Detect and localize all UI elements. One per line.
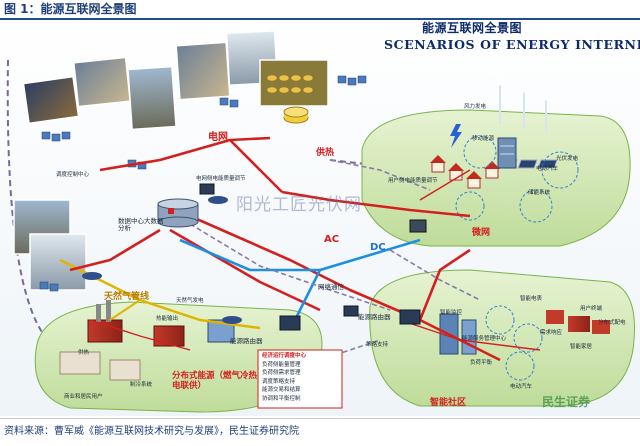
- label-load-balance: 负荷平衡: [470, 360, 493, 366]
- photo-city-night: [22, 75, 80, 125]
- router-discs: [82, 196, 242, 324]
- solar-inverter-icon: [409, 219, 427, 233]
- energy-routers: [199, 183, 421, 331]
- factory-buildings: [59, 300, 235, 381]
- label-wind-power: 风力发电: [464, 104, 487, 110]
- label-smart-home: 智能家居: [570, 344, 593, 350]
- photo-nuclear-plant: [175, 41, 231, 101]
- energy-source-photos: [13, 29, 329, 291]
- econ-item-4: 能源交易和结算: [262, 387, 301, 394]
- label-user-terminal: 用户终端: [580, 306, 603, 312]
- label-data-center: 数据中心大数据分析: [118, 217, 164, 233]
- label-mobile-energy: 移动能源: [472, 136, 495, 142]
- diagram-title-en: SCENARIOS OF ENERGY INTERNET: [384, 37, 640, 52]
- econ-item-2: 负荷侧需求管理: [262, 370, 301, 377]
- label-natural-gas: 天然气管线: [104, 292, 150, 302]
- econ-item-1: 负荷侧能量管理: [262, 361, 301, 368]
- data-center-cylinder: [157, 198, 199, 228]
- label-cooling-system: 制冷系统: [130, 382, 153, 388]
- watermark-text: 阳光工匠光伏网: [236, 195, 362, 215]
- diagram-title-cn: 能源互联网全景图: [422, 21, 523, 35]
- label-ev-charging: 电动汽车: [510, 384, 533, 390]
- photo-power-plant: [73, 56, 131, 108]
- label-microgrid: 微网: [472, 228, 491, 238]
- label-storage: 储能系统: [528, 190, 551, 196]
- photo-pipeline-field: [259, 59, 329, 107]
- label-heat-output: 热能输出: [156, 316, 179, 322]
- label-control-center-left: 调度控制中心: [56, 172, 90, 178]
- gas-pipeline-branch: [109, 299, 141, 321]
- label-demand-response: 需求响应: [540, 330, 563, 336]
- label-commercial-users: 商业和居民用户: [64, 394, 103, 400]
- label-gas-generation: 天然气发电: [176, 298, 204, 304]
- diagram-canvas: [0, 20, 640, 416]
- figure-source: 资料来源：曹军威《能源互联网技术研究与发展》，民生证券研究院: [0, 418, 640, 446]
- label-dc: DC: [370, 242, 386, 253]
- energy-internet-diagram: 能源互联网全景图 SCENARIOS OF ENERGY INTERNET 电网…: [0, 20, 640, 416]
- label-heat-supply: 供热: [316, 148, 335, 158]
- economic-center-list: 经济运行调度中心 负荷侧能量管理 负荷侧需求管理 调度策略支持 能源交易和结算 …: [262, 352, 306, 404]
- econ-item-0: 经济运行调度中心: [262, 353, 307, 359]
- label-solar-power: 光伏发电: [556, 156, 579, 162]
- label-grid-side-storage: 电网侧电能质量调节: [196, 176, 246, 182]
- label-ac: AC: [324, 234, 340, 245]
- figure-title: 图 1：能源互联网全景图: [0, 0, 640, 20]
- office-building: [497, 137, 517, 169]
- label-power-grid: 电网: [208, 132, 228, 143]
- wind-turbines: [493, 71, 557, 132]
- label-energy-router-left: 能源路由器: [230, 337, 263, 345]
- heat-supply-tanks: [283, 106, 309, 124]
- label-monitor-center: 智能监控: [440, 310, 463, 316]
- label-energy-service: 能源服务管理中心: [462, 336, 507, 342]
- photo-wind-farm: [29, 233, 87, 291]
- label-dist-feeder: 分布式配电: [598, 320, 626, 326]
- label-network-comm: 网络通信: [318, 283, 344, 291]
- label-power-supply-region: 供热: [78, 350, 90, 356]
- econ-item-5: 协调和平衡控制: [262, 395, 301, 402]
- econ-item-3: 调度策略支持: [262, 378, 296, 385]
- label-ev: 电动汽车: [536, 166, 559, 172]
- economic-center-box: [257, 349, 343, 409]
- label-energy-router-right: 能源路由器: [358, 313, 391, 321]
- label-distributed-energy: 分布式能源（燃气冷热电联供）: [172, 371, 258, 391]
- photo-transmission-tower: [127, 65, 177, 131]
- microgrid-houses: [430, 155, 500, 189]
- label-smart-community: 智能社区: [430, 398, 467, 408]
- gas-pipeline: [59, 258, 261, 330]
- corner-watermark: 民生证券: [542, 395, 591, 409]
- label-policy-support: 策略支持: [366, 342, 389, 348]
- lightning-icon: [450, 124, 462, 148]
- power-grid-feeders: [89, 169, 541, 351]
- microgrid-zones: [455, 135, 579, 223]
- label-smart-meter: 智能电表: [520, 296, 543, 302]
- label-user-side-storage: 用户侧电能质量调节: [388, 178, 438, 184]
- community-zones: [485, 305, 543, 381]
